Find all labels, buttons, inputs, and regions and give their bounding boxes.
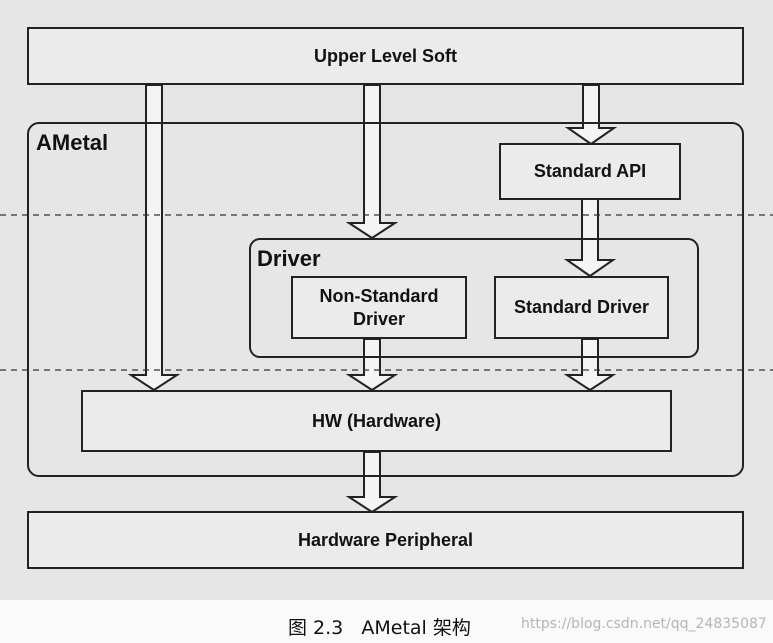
diagram-canvas: Upper Level Soft AMetal Standard API Dri… xyxy=(0,0,773,600)
standard-api-label: Standard API xyxy=(533,161,647,182)
non-standard-driver-label: Non-Standard Driver xyxy=(319,286,439,329)
upper-level-soft-box: Upper Level Soft xyxy=(27,27,744,85)
arrow-upper-to-hw xyxy=(127,84,181,392)
arrow-upper-to-driver xyxy=(345,84,399,240)
ametal-label: AMetal xyxy=(36,130,109,155)
non-standard-driver-box: Non-Standard Driver xyxy=(291,276,467,339)
arrow-nonstandard-to-hw xyxy=(345,338,399,392)
driver-label: Driver xyxy=(257,246,321,271)
arrow-standard-driver-to-hw xyxy=(563,338,617,392)
standard-api-box: Standard API xyxy=(499,143,681,200)
hardware-peripheral-label: Hardware Peripheral xyxy=(297,529,474,550)
driver-region xyxy=(249,238,699,358)
hw-label: HW (Hardware) xyxy=(311,410,441,431)
hw-box: HW (Hardware) xyxy=(81,390,672,452)
figure-caption: 图 2.3 AMetal 架构 xyxy=(288,617,471,639)
arrow-upper-to-standard-api xyxy=(564,84,618,146)
arrow-api-to-standard-driver xyxy=(563,198,617,278)
ametal-region xyxy=(27,122,744,477)
standard-driver-box: Standard Driver xyxy=(494,276,669,339)
watermark: https://blog.csdn.net/qq_24835087 xyxy=(521,616,767,632)
hardware-peripheral-box: Hardware Peripheral xyxy=(27,511,744,569)
standard-driver-label: Standard Driver xyxy=(513,297,650,318)
arrow-hw-to-peripheral xyxy=(345,451,399,514)
upper-level-soft-label: Upper Level Soft xyxy=(313,45,458,66)
diagram-connectors xyxy=(0,84,773,514)
